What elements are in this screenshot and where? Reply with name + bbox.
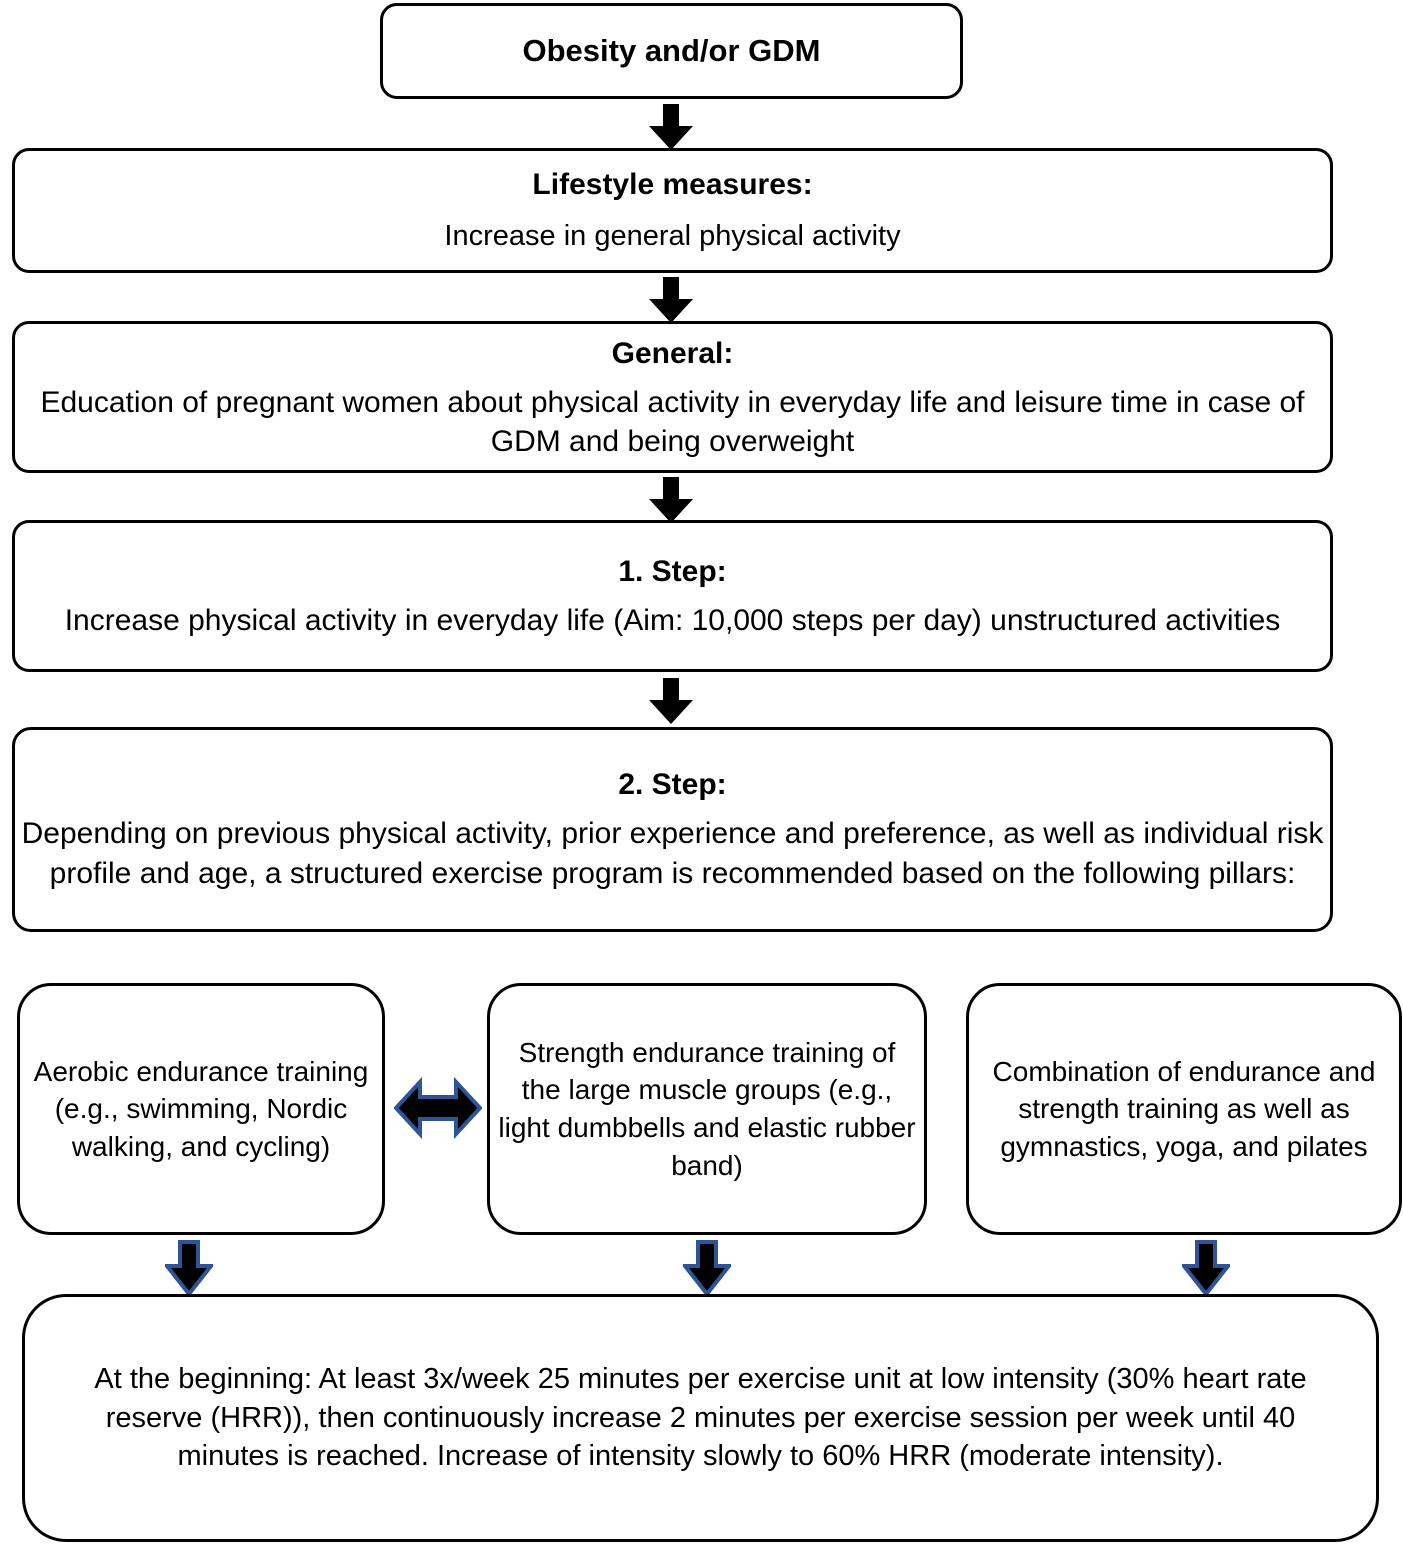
node-lifestyle-measures: Lifestyle measures: Increase in general … <box>12 148 1333 273</box>
arrow-step1-to-step2 <box>649 678 693 724</box>
node-step-2-title: 2. Step: <box>618 768 727 802</box>
node-obesity-gdm: Obesity and/or GDM <box>380 3 963 99</box>
pillar-aerobic-endurance: Aerobic endurance training (e.g., swimmi… <box>17 983 385 1235</box>
pillar-combination: Combination of endurance and strength tr… <box>966 983 1402 1235</box>
arrow-root-to-lifestyle <box>649 104 693 150</box>
node-step-2-body: Depending on previous physical activity,… <box>21 817 1324 890</box>
pillar-aerobic-endurance-text: Aerobic endurance training (e.g., swimmi… <box>33 1055 369 1162</box>
node-step-1: 1. Step: Increase physical activity in e… <box>12 520 1333 672</box>
node-general-body: Education of pregnant women about physic… <box>40 385 1305 458</box>
node-step-2: 2. Step: Depending on previous physical … <box>12 727 1333 932</box>
node-lifestyle-measures-body: Increase in general physical activity <box>444 220 901 253</box>
arrow-pillar2-to-bottom <box>683 1240 731 1296</box>
node-step-1-body: Increase physical activity in everyday l… <box>64 604 1281 637</box>
arrow-left-right-pillar1-pillar2 <box>394 1072 482 1144</box>
arrow-pillar3-to-bottom <box>1182 1240 1230 1296</box>
node-general-title: General: <box>611 336 734 370</box>
node-step-1-title: 1. Step: <box>618 555 727 588</box>
node-exercise-prescription-body: At the beginning: At least 3x/week 25 mi… <box>94 1362 1307 1473</box>
pillar-strength-endurance-text: Strength endurance training of the large… <box>498 1036 916 1181</box>
pillar-strength-endurance: Strength endurance training of the large… <box>487 983 927 1235</box>
arrow-lifestyle-to-general <box>649 277 693 323</box>
node-lifestyle-measures-title: Lifestyle measures: <box>532 168 813 202</box>
node-obesity-gdm-title: Obesity and/or GDM <box>522 32 821 68</box>
arrow-pillar1-to-bottom <box>165 1240 213 1296</box>
arrow-general-to-step1 <box>649 477 693 523</box>
node-general: General: Education of pregnant women abo… <box>12 321 1333 473</box>
node-exercise-prescription: At the beginning: At least 3x/week 25 mi… <box>22 1294 1379 1542</box>
pillar-combination-text: Combination of endurance and strength tr… <box>992 1055 1376 1162</box>
